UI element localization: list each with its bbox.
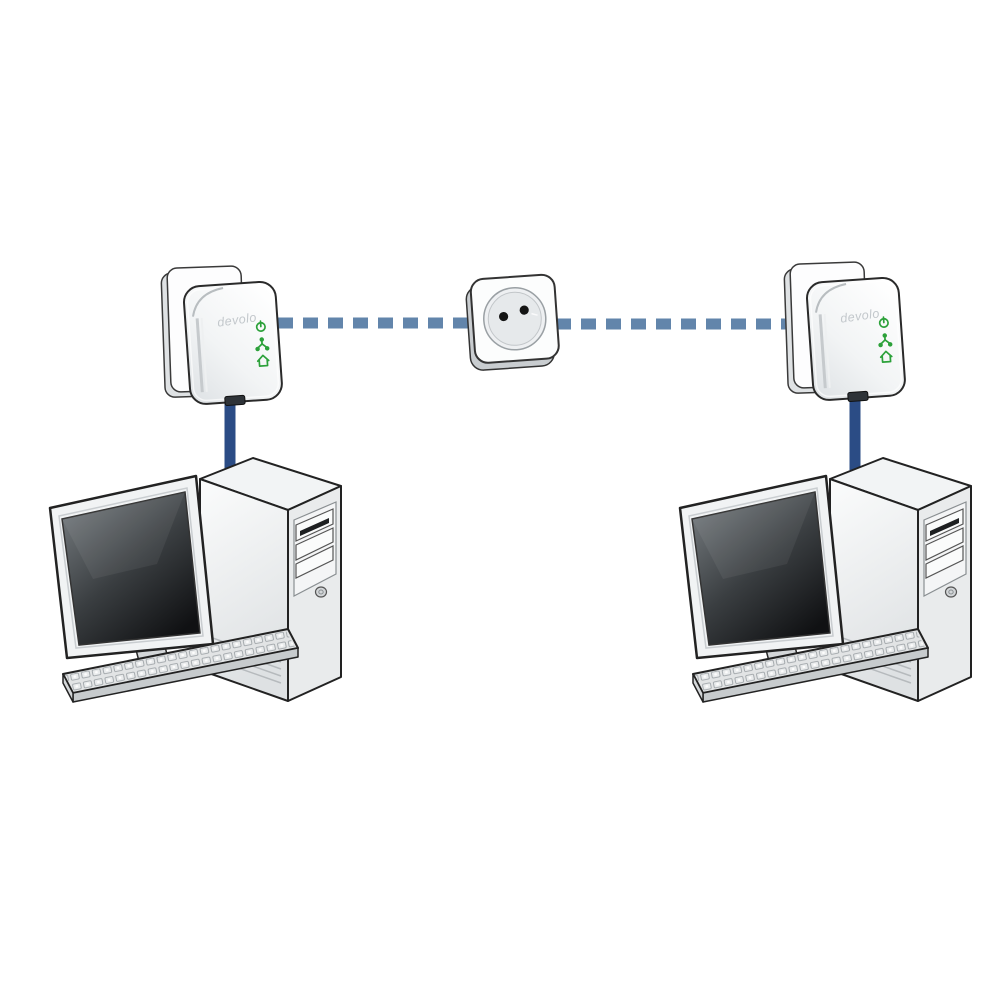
- powerline-adapter-left: devolo: [159, 264, 285, 410]
- power-outlet: [465, 273, 560, 371]
- desktop-computer-left: [48, 456, 343, 704]
- desktop-computer-right: [678, 456, 973, 704]
- powerline-adapter-right: devolo: [782, 260, 908, 406]
- devolo-logo: devolo: [216, 310, 257, 329]
- outlet-pin-hole-left: [499, 311, 509, 322]
- devolo-logo: devolo: [839, 306, 880, 325]
- outlet-pin-hole-right: [519, 305, 529, 315]
